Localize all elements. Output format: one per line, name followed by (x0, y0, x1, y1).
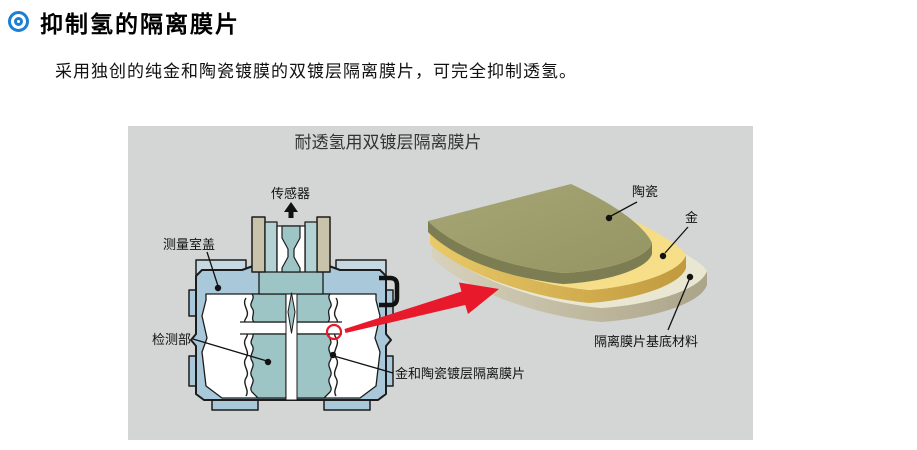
stem-strip-teal-right (304, 221, 318, 273)
gold-layer-side (430, 231, 686, 303)
stem-bottle (281, 225, 301, 273)
diagram-title: 耐透氢用双镀层隔离膜片 (295, 133, 482, 152)
membrane-diagram: 耐透氢用双镀层隔离膜片 (152, 133, 707, 411)
inner-block-upper-right (295, 293, 332, 323)
label-ceramic: 陶瓷 (632, 184, 658, 199)
red-zoom-arrow (344, 282, 499, 333)
stem-strip-beige-left (251, 216, 266, 273)
leader-dots (214, 214, 694, 366)
sensor-cross-section (188, 216, 400, 411)
label-sensor: 传感器 (271, 186, 310, 201)
neck-block (258, 269, 324, 295)
label-gold: 金 (685, 210, 698, 225)
label-membrane: 金和陶瓷镀层隔离膜片 (395, 366, 525, 381)
ceramic-layer-side (428, 221, 652, 284)
base-layer-side (432, 244, 707, 322)
label-chamber-cover: 测量室盖 (163, 237, 215, 252)
diagram-panel: 耐透氢用双镀层隔离膜片 (128, 126, 753, 440)
sensor-arrow-icon (284, 202, 298, 218)
label-base-material: 隔离膜片基底材料 (594, 334, 698, 349)
red-highlight-circle (325, 323, 343, 341)
page-title: 抑制氢的隔离膜片 (40, 11, 240, 37)
inner-block-lower-right (295, 333, 332, 399)
label-detection: 检测部 (152, 332, 191, 347)
corrugated-diaphragm-right (333, 297, 339, 397)
leader-lines (192, 201, 690, 374)
ceramic-layer-top (428, 184, 652, 273)
stem-strip-beige-right (316, 216, 331, 273)
center-spindle (287, 292, 296, 334)
double-circle-bullet-icon (8, 11, 29, 32)
corrugated-diaphragm-left (243, 297, 249, 397)
page-subtitle: 采用独创的纯金和陶瓷镀膜的双镀层隔离膜片，可完全抑制透氢。 (55, 62, 577, 81)
inner-block-upper-left (250, 293, 287, 323)
membrane-stack (428, 184, 707, 322)
stem-strip-teal-left (264, 221, 278, 273)
clip-bracket (379, 275, 400, 308)
inner-block-lower-left (250, 333, 287, 399)
